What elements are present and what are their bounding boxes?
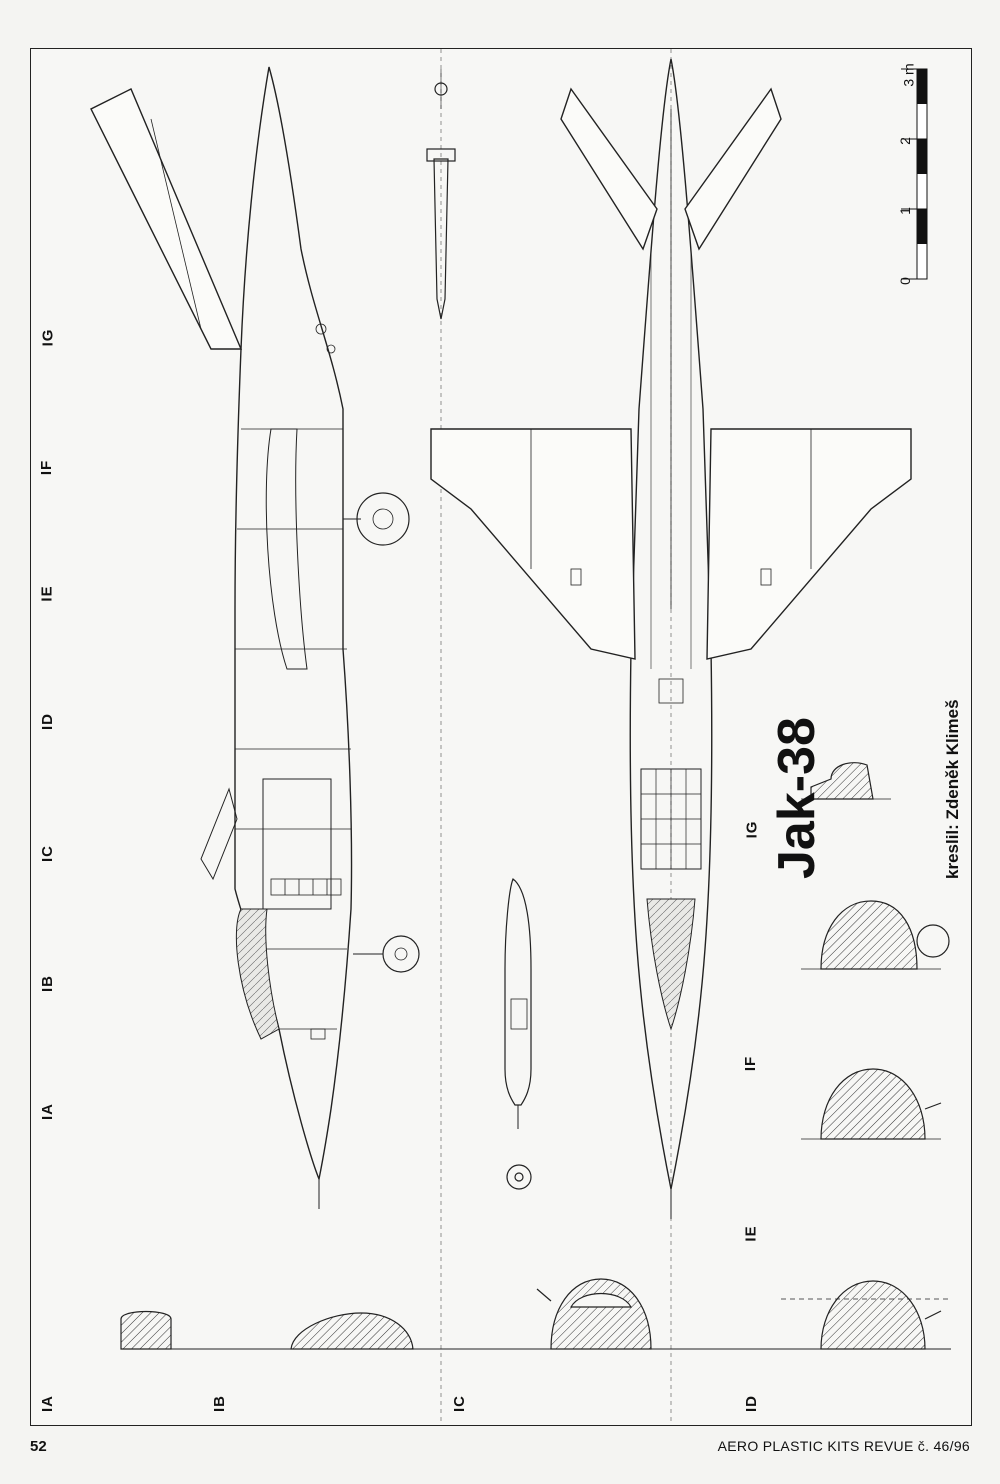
section-label-ie: IE: [742, 1225, 760, 1242]
scale-tick-1: 1: [896, 207, 913, 215]
ordnance: [426, 69, 532, 1190]
centerline-marks: [440, 49, 672, 1425]
station-label-if: IF: [38, 459, 56, 476]
plan-view: [430, 58, 912, 1219]
scale-tick-2: 2: [896, 137, 913, 145]
drawing-title: Jak-38: [768, 717, 826, 879]
section-label-ia: IA: [39, 1395, 56, 1412]
station-label-ia: IA: [39, 1103, 56, 1120]
section-label-id: ID: [743, 1395, 760, 1412]
aircraft-drawing: [90, 49, 951, 1425]
station-label-ib: IB: [39, 975, 56, 992]
section-label-if: IF: [742, 1055, 760, 1072]
cross-sections-bottom: [120, 1278, 951, 1350]
station-label-id: ID: [39, 713, 56, 730]
scale-bar: [901, 68, 928, 280]
cross-sections-right: [781, 762, 951, 1300]
drawing-sheet: IA IB IC ID IE IF IG IA IB IC ID IE IF I…: [30, 48, 972, 1426]
section-label-ig: IG: [743, 820, 761, 839]
scale-tick-0: 0: [896, 277, 913, 285]
side-view: [90, 66, 420, 1209]
publication-name: AERO PLASTIC KITS REVUE č. 46/96: [717, 1438, 970, 1454]
drawing-credit: kreslil: Zdeněk Klimeš: [943, 699, 962, 879]
scale-unit-label: 3 m: [900, 63, 917, 87]
section-label-ic: IC: [451, 1395, 468, 1412]
page-number: 52: [30, 1438, 47, 1455]
station-label-ie: IE: [38, 585, 56, 602]
station-label-ic: IC: [39, 845, 56, 862]
station-label-ig: IG: [39, 328, 57, 347]
section-label-ib: IB: [211, 1395, 228, 1412]
